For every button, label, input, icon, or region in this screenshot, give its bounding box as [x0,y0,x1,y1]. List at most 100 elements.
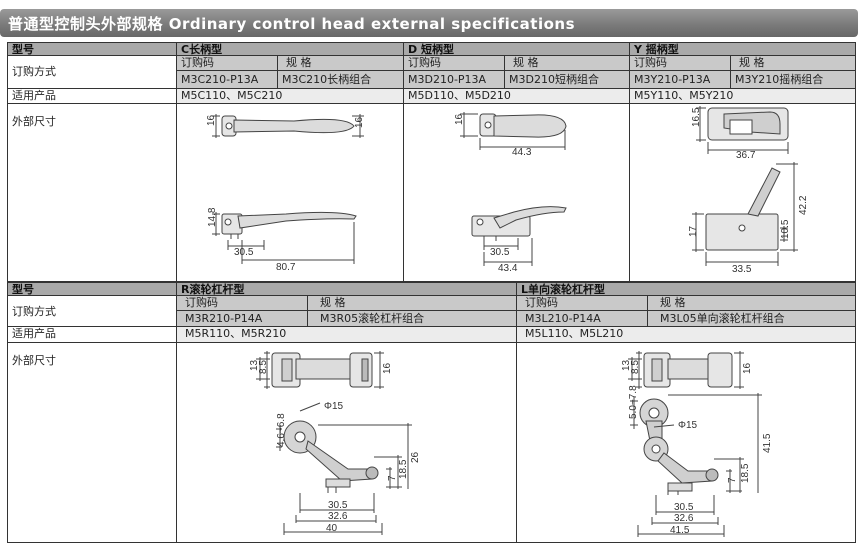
header-model: 型号 [8,43,177,56]
c-top-dim-right: 16 [354,116,365,128]
r-spec-label: 规 格 [308,296,517,311]
header-l-type: L单向滚轮杠杆型 [517,283,856,296]
c-side-view [212,211,357,264]
row-label-apply: 适用产品 [8,89,177,104]
d-top-dim-width: 44.3 [512,147,532,158]
r-side-view [276,402,412,535]
r-side-dim-w2: 32.6 [328,511,348,522]
row-label-order-2: 订购方式 [8,296,177,327]
bottom-spec-table: 型号 R滚轮杠杆型 L单向滚轮杠杆型 订购方式 订购码 规 格 M3R210-P… [7,282,856,543]
header-r-type: R滚轮杠杆型 [177,283,517,296]
c-order-spec: M3C210长柄组合 [278,71,404,89]
row-label-dimensions-2: 外部尺寸 [8,343,177,543]
r-top-dim-a: 13 [249,359,260,371]
y-top-dim-width: 36.7 [736,150,756,161]
c-order-code: M3C210-P13A [177,71,278,89]
c-side-dim-b: 80.7 [276,262,296,273]
l-side-dim-phi: Φ15 [678,420,698,431]
top-spec-table: 型号 C长柄型 D 短柄型 Y 摇柄型 订购方式 订购码 规 格 M3C210-… [7,42,856,282]
c-apply: M5C110、M5C210 [177,89,404,104]
r-side-dim-h1: 7 [387,475,398,481]
title-banner: 普通型控制头外部规格 Ordinary control head externa… [0,9,858,37]
y-side-dim-h2: 42.2 [798,195,809,215]
d-top-dim-height: 16 [454,113,465,125]
y-side-dim-h3: 10.5 [780,219,791,239]
r-top-dim-b: 8.5 [258,360,269,374]
r-apply: M5R110、M5R210 [177,327,517,343]
d-dimension-cell [404,104,630,282]
page-title: 普通型控制头外部规格 Ordinary control head externa… [8,15,576,33]
y-order-spec: M3Y210摇柄组合 [731,71,856,89]
l-top-dim-a: 13 [621,359,632,371]
d-top-view [460,112,567,150]
d-side-view [471,206,567,266]
c-spec-label: 规 格 [278,56,404,71]
y-dimension-cell [630,104,856,282]
header-y-type: Y 摇柄型 [630,43,856,56]
r-side-dim-w1: 30.5 [328,500,348,511]
r-side-dim-h3: 26 [410,451,421,463]
y-code-label: 订购码 [630,56,731,71]
c-type-drawing: 16 16 14.8 30.5 80.7 [206,114,365,273]
y-order-code: M3Y210-P13A [630,71,731,89]
r-side-dim-v1: 4.6~6.8 [276,413,287,447]
r-side-dim-w3: 40 [326,523,338,534]
r-side-dim-h2: 18.5 [398,459,409,479]
header-d-type: D 短柄型 [404,43,630,56]
y-top-view [696,106,789,154]
d-spec-label: 规 格 [505,56,630,71]
c-side-dim-a: 30.5 [234,247,254,258]
row-label-apply-2: 适用产品 [8,327,177,343]
l-side-dim-w2: 32.6 [674,513,694,524]
d-apply: M5D110、M5D210 [404,89,630,104]
c-top-dim-left: 16 [206,114,217,126]
l-order-spec: M3L05单向滚轮杠杆组合 [648,311,856,327]
row-label-dimensions: 外部尺寸 [8,104,177,282]
header-c-type: C长柄型 [177,43,404,56]
c-top-view [212,114,364,138]
y-spec-label: 规 格 [731,56,856,71]
y-side-dim-width: 33.5 [732,264,752,275]
l-side-dim-w1: 30.5 [674,502,694,513]
l-side-dim-v1: 5.0~7.8 [628,385,639,419]
d-side-dim-a: 30.5 [490,247,510,258]
l-code-label: 订购码 [517,296,648,311]
y-apply: M5Y110、M5Y210 [630,89,856,104]
r-code-label: 订购码 [177,296,308,311]
l-type-drawing: 13 8.5 16 Φ15 5.0~7 [621,351,773,537]
l-side-dim-h2: 18.5 [740,463,751,483]
d-order-code: M3D210-P13A [404,71,505,89]
l-top-view [628,351,744,389]
r-dimension-cell [177,343,517,543]
l-top-dim-c: 16 [742,362,753,374]
r-side-dim-phi: Φ15 [324,401,344,412]
c-side-dim-height: 14.8 [207,207,218,227]
l-apply: M5L110、M5L210 [517,327,856,343]
d-code-label: 订购码 [404,56,505,71]
l-spec-label: 规 格 [648,296,856,311]
r-order-code: M3R210-P14A [177,311,308,327]
c-dimension-cell [177,104,404,282]
l-side-view [630,393,762,537]
r-top-dim-c: 16 [382,362,393,374]
r-top-view [256,351,384,389]
d-side-dim-b: 43.4 [498,263,518,274]
l-side-dim-h1: 7 [727,477,738,483]
y-side-view [692,162,798,266]
y-type-drawing: 16.5 36.7 17 42.2 10.5 33.5 [688,106,809,275]
header-model-2: 型号 [8,283,177,296]
y-side-dim-h1: 17 [688,225,699,237]
d-order-spec: M3D210短柄组合 [505,71,630,89]
l-dimension-cell [517,343,856,543]
y-top-dim-height: 16.5 [691,107,702,127]
l-top-dim-b: 8.5 [630,360,641,374]
row-label-order: 订购方式 [8,56,177,89]
c-code-label: 订购码 [177,56,278,71]
l-side-dim-h3: 41.5 [762,433,773,453]
d-type-drawing: 16 44.3 30.5 43.4 [454,112,567,274]
l-order-code: M3L210-P14A [517,311,648,327]
r-type-drawing: 13 8.5 16 Φ15 4.6~6.8 7 18.5 [249,351,421,535]
r-order-spec: M3R05滚轮杠杆组合 [308,311,517,327]
l-side-dim-w3: 41.5 [670,525,690,536]
